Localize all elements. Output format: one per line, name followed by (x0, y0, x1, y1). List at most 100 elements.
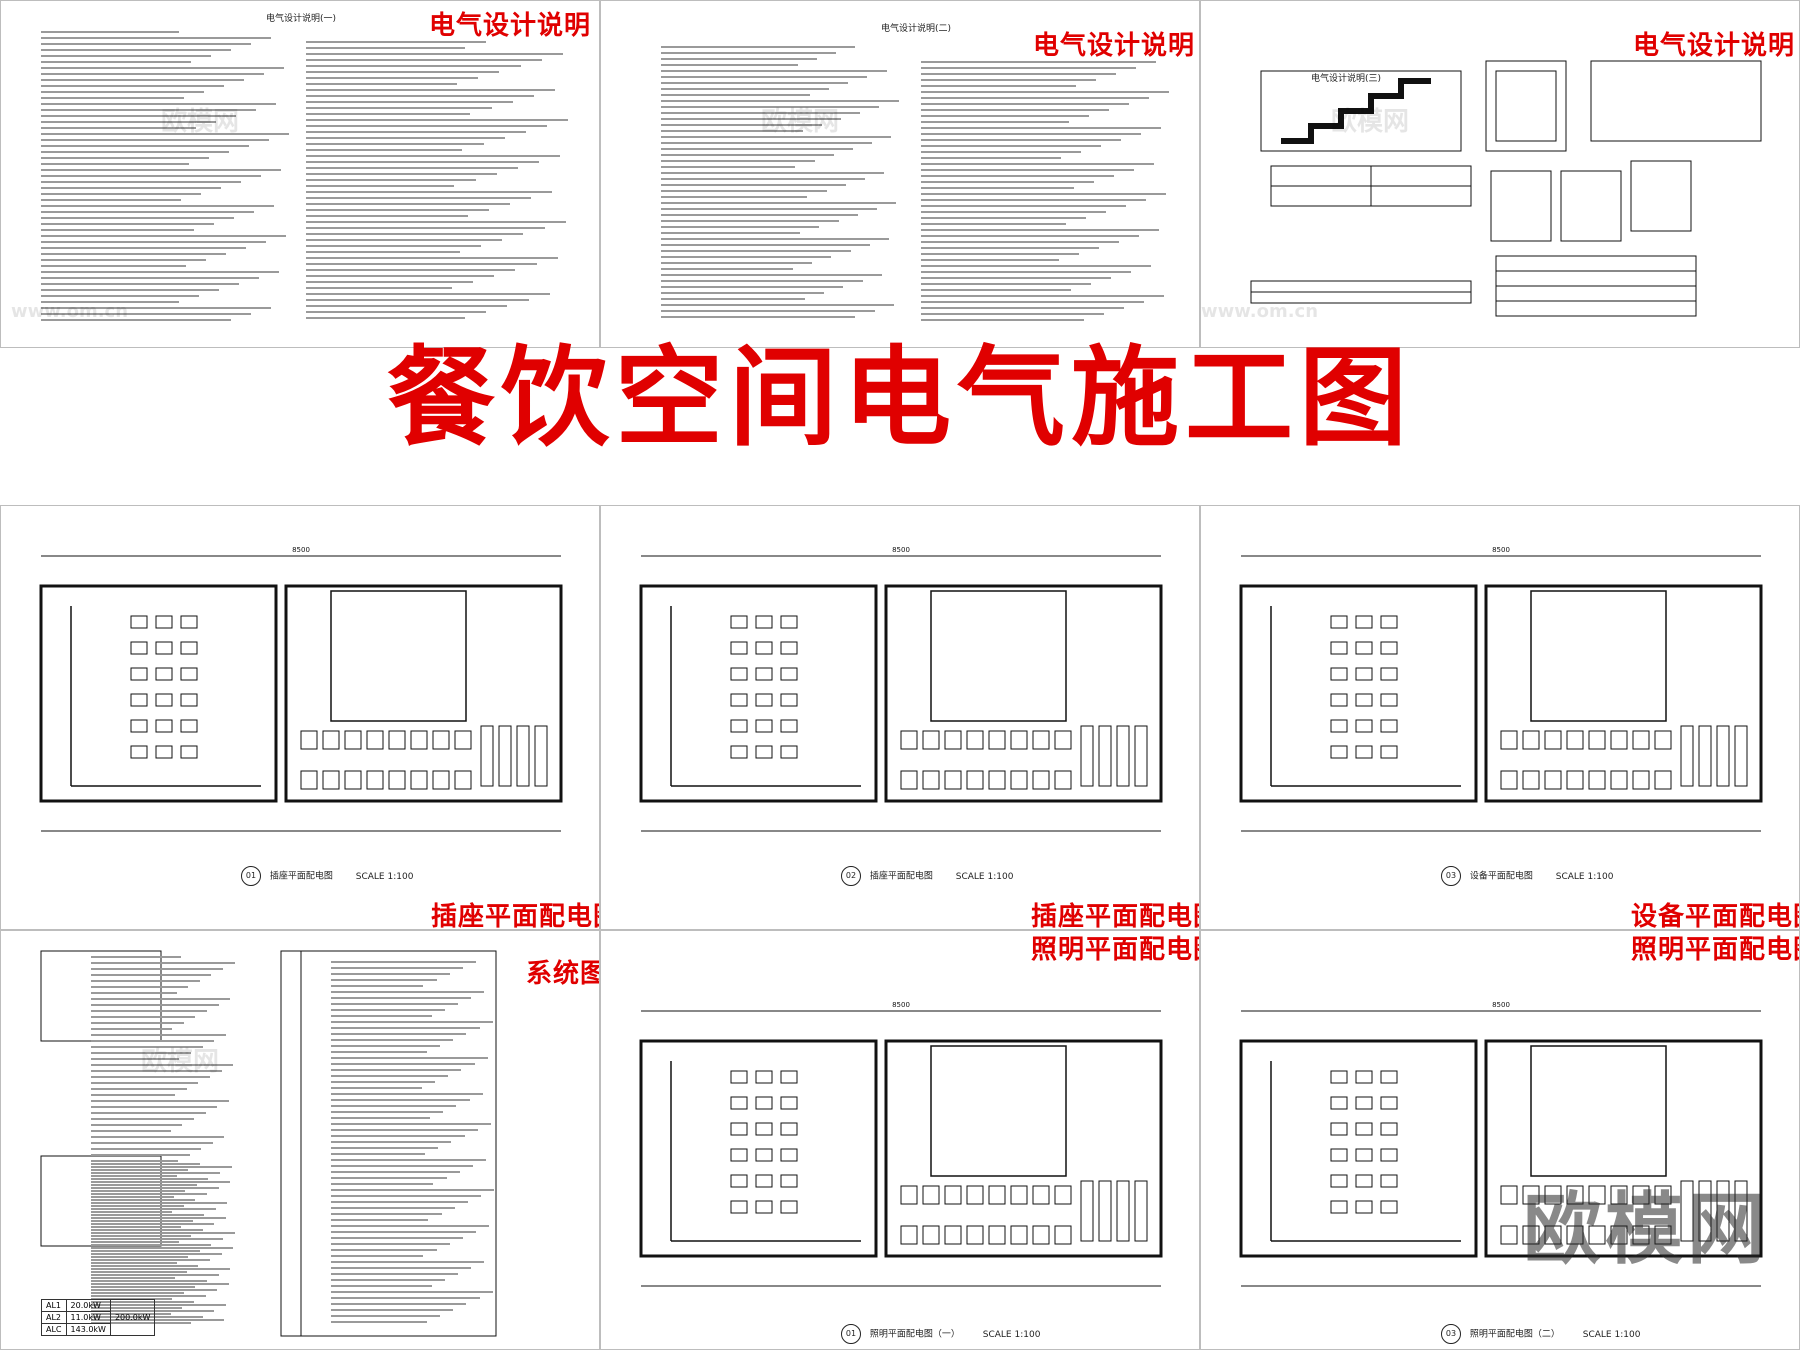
dining-booth (966, 730, 984, 750)
text-line (91, 1106, 218, 1108)
caption-scale: SCALE 1:100 (1555, 871, 1614, 882)
dining-table (180, 719, 198, 733)
sheet-title: 系统图 (526, 959, 600, 989)
text-line (661, 106, 880, 108)
text-line (306, 215, 468, 217)
text-line (91, 1169, 189, 1171)
text-line (306, 305, 508, 307)
text-line (91, 1094, 176, 1096)
dining-booth (1032, 1185, 1050, 1205)
text-line (331, 1117, 430, 1119)
dining-table (755, 641, 773, 655)
text-line (91, 992, 177, 994)
dining-booth (922, 1225, 940, 1245)
dining-booth (1032, 770, 1050, 790)
dining-table (755, 615, 773, 629)
dining-booth (966, 770, 984, 790)
text-line (41, 193, 201, 195)
text-line (306, 257, 558, 259)
column (1466, 1246, 1474, 1254)
sheet-lighting-plan-1: 照明平面配电图 01 照明平面配电图（一） SCALE 1:100 8500 (600, 930, 1200, 1350)
dining-table (155, 745, 173, 759)
dining-table (780, 693, 798, 707)
dining-table (780, 745, 798, 759)
dining-booth (966, 1225, 984, 1245)
dining-table (755, 1200, 773, 1214)
kitchen-wall (284, 584, 563, 803)
dining-table (1355, 719, 1373, 733)
text-line (91, 1199, 196, 1201)
text-line (91, 1250, 200, 1252)
text-line (661, 112, 861, 114)
dining-table (1380, 1122, 1398, 1136)
text-line (331, 1111, 444, 1113)
dining-table (730, 1148, 748, 1162)
text-line (331, 1195, 482, 1197)
dining-booth (922, 730, 940, 750)
column (266, 791, 274, 799)
dining-table (1380, 615, 1398, 629)
dining-table (180, 641, 198, 655)
dining-booth (1588, 1225, 1606, 1245)
column (456, 646, 466, 656)
dining-table (1355, 1148, 1373, 1162)
dimension-label: 8500 (292, 546, 310, 554)
dining-table (155, 641, 173, 655)
text-line (331, 1261, 485, 1263)
dining-table (730, 1070, 748, 1084)
text-line (661, 46, 856, 48)
text-line (91, 1040, 215, 1042)
floor-plan: 8500 (1239, 546, 1763, 832)
dining-booth (900, 1185, 918, 1205)
text-line (921, 319, 1084, 321)
dining-table (1330, 1174, 1348, 1188)
kitchen-equipment (534, 725, 548, 787)
text-line (91, 1082, 199, 1084)
text-line (306, 311, 487, 313)
text-line (91, 1016, 196, 1018)
text-line (331, 973, 450, 975)
text-line (306, 107, 492, 109)
dining-booth (1522, 730, 1540, 750)
dining-booth (1566, 1225, 1584, 1245)
dining-table (780, 1122, 798, 1136)
text-line (331, 1273, 459, 1275)
kitchen-equipment (1680, 1180, 1694, 1242)
dining-booth (1500, 770, 1518, 790)
text-line (921, 61, 1156, 63)
kitchen-equipment (1080, 1180, 1094, 1242)
drawing-caption: 01 照明平面配电图（一） SCALE 1:100 (841, 1324, 1040, 1344)
text-line (331, 1105, 457, 1107)
dining-booth (1654, 770, 1672, 790)
text-line (921, 211, 1106, 213)
caption-number: 01 (241, 866, 261, 886)
text-line (306, 161, 540, 163)
text-line (91, 1184, 197, 1186)
dining-table (1330, 1070, 1348, 1084)
text-line (41, 211, 254, 213)
text-line (306, 221, 566, 223)
text-line (331, 1153, 426, 1155)
dining-booth (1588, 770, 1606, 790)
text-line (41, 43, 251, 45)
text-line (41, 289, 219, 291)
dining-table (730, 667, 748, 681)
kitchen-equipment (516, 725, 530, 787)
text-line (921, 103, 1129, 105)
dining-table (780, 1096, 798, 1110)
sheet-subtitle: 电气设计说明(二) (881, 24, 952, 34)
text-line (331, 1297, 480, 1299)
text-line (661, 238, 889, 240)
text-line (91, 1028, 173, 1030)
dining-table (755, 745, 773, 759)
text-line (661, 298, 805, 300)
text-line (331, 991, 485, 993)
kitchen-equipment (1116, 1180, 1130, 1242)
dining-table (130, 693, 148, 707)
text-line (306, 299, 529, 301)
text-line (91, 1088, 187, 1090)
text-line (41, 31, 179, 33)
kitchen-equipment (1134, 725, 1148, 787)
text-line (661, 76, 868, 78)
